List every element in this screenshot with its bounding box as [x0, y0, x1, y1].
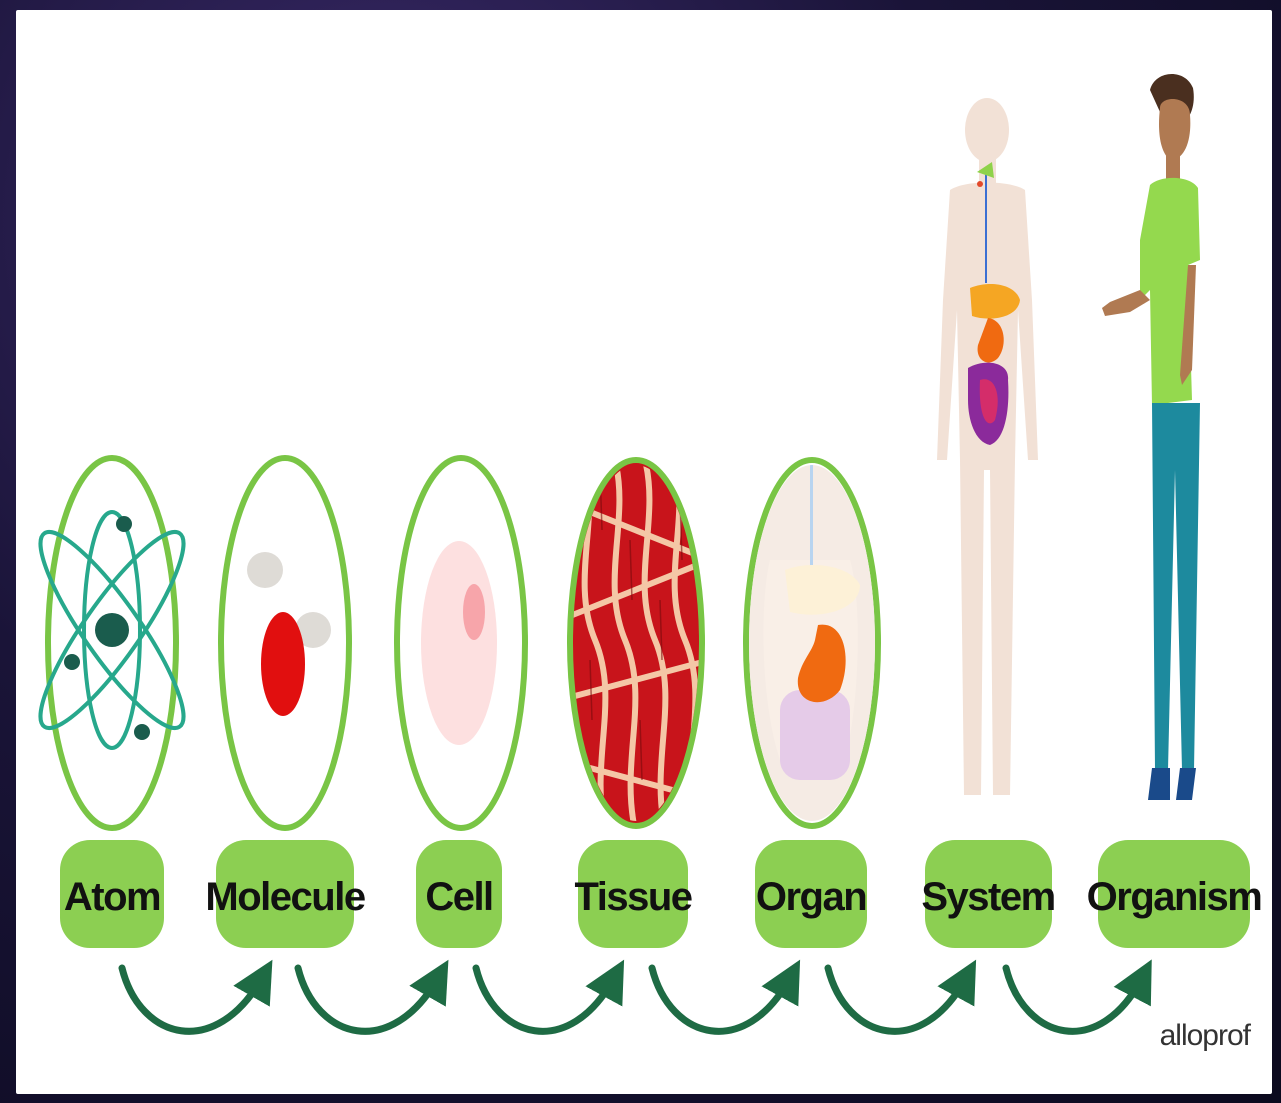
level-label-system: System: [921, 840, 1054, 948]
level-label-text: Tissue: [575, 875, 692, 919]
arrow-organ-to-system: [828, 968, 966, 1031]
organ-icon: [745, 455, 880, 835]
cell-icon: [397, 458, 525, 828]
level-label-text: Atom: [64, 875, 160, 919]
arrow-system-to-organism: [1006, 968, 1142, 1031]
level-label-text: Molecule: [205, 875, 364, 919]
molecule-icon: [221, 458, 349, 828]
level-label-text: System: [921, 875, 1054, 919]
arrow-tissue-to-organ: [652, 968, 790, 1031]
level-label-text: Organism: [1087, 875, 1262, 919]
level-label-text: Organ: [756, 875, 866, 919]
arrow-cell-to-tissue: [476, 968, 614, 1031]
level-label-text: Cell: [425, 875, 492, 919]
brand-logo: alloprof: [1160, 1019, 1252, 1052]
tissue-icon: [560, 460, 710, 830]
atom-icon: [21, 458, 202, 828]
level-label-organism: Organism: [1087, 840, 1262, 948]
arrow-atom-to-molecule: [122, 968, 262, 1031]
level-label-tissue: Tissue: [575, 840, 692, 948]
human-organism-icon: [1102, 74, 1200, 800]
level-label-organ: Organ: [755, 840, 867, 948]
level-label-molecule: Molecule: [205, 840, 364, 948]
digestive-system-icon: [937, 98, 1038, 795]
arrow-molecule-to-cell: [298, 968, 438, 1031]
level-label-cell: Cell: [416, 840, 502, 948]
level-label-atom: Atom: [60, 840, 164, 948]
